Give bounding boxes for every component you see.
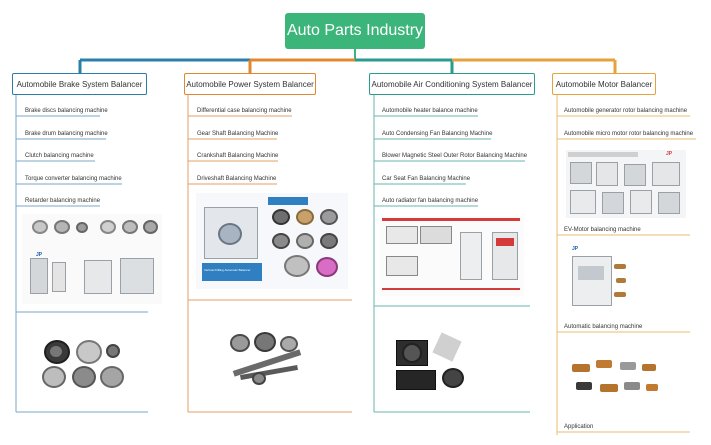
ev-motor-machine-image: JP — [566, 244, 632, 310]
aircon-fans-photo — [392, 332, 478, 392]
leaf-application[interactable]: Application — [564, 424, 594, 430]
leaf-condensing-fan[interactable]: Auto Condensing Fan Balancing Machine — [382, 131, 493, 137]
leaf-clutch[interactable]: Clutch balancing machine — [25, 153, 94, 159]
leaf-driveshaft[interactable]: Driveshaft Balancing Machine — [197, 176, 277, 182]
power-gears-photo — [226, 330, 306, 390]
leaf-gear-shaft[interactable]: Gear Shaft Balancing Machine — [197, 131, 279, 137]
aircon-machines-image — [380, 216, 524, 296]
motor-spine — [556, 94, 696, 435]
bus-power — [248, 58, 355, 74]
power-machine-image: Vertical Drilling Automatic Balancer — [196, 193, 348, 289]
motor-jp-logo: JP — [666, 151, 673, 157]
root-connector — [80, 49, 615, 61]
leaf-torque-converter[interactable]: Torque converter balancing machine — [25, 176, 122, 182]
bus-motor — [452, 58, 617, 74]
power-spine — [187, 94, 352, 413]
aircon-spine — [373, 94, 530, 413]
leaf-differential-case[interactable]: Differential case balancing machine — [197, 108, 292, 114]
motor-rotors-photo — [568, 356, 660, 406]
leaf-seat-fan[interactable]: Car Seat Fan Balancing Machine — [382, 176, 471, 182]
power-machine-caption: Vertical Drilling Automatic Balancer — [204, 268, 251, 272]
brake-spine — [15, 94, 148, 413]
leaf-brake-drum[interactable]: Brake drum balancing machine — [25, 131, 108, 137]
leaf-automatic-balancing[interactable]: Automatic balancing machine — [564, 324, 643, 330]
leaf-crankshaft[interactable]: Crankshaft Balancing Machine — [197, 153, 279, 159]
leaf-radiator-fan[interactable]: Auto radiator fan balancing machine — [382, 198, 479, 204]
brake-parts-machines-image: JP — [22, 214, 162, 304]
leaf-brake-discs[interactable]: Brake discs balancing machine — [25, 108, 108, 114]
branch-power[interactable]: Automobile Power System Balancer — [184, 73, 316, 95]
bus-aircon — [355, 58, 454, 74]
brake-jp-logo: JP — [36, 252, 43, 258]
leaf-retarder[interactable]: Retarder balancing machine — [25, 198, 101, 204]
leaf-generator-rotor[interactable]: Automobile generator rotor balancing mac… — [564, 108, 688, 114]
branch-aircon[interactable]: Automobile Air Conditioning System Balan… — [369, 73, 535, 95]
leaf-micro-motor-rotor[interactable]: Automobile micro motor rotor balancing m… — [564, 131, 694, 137]
brake-parts-photo — [40, 338, 130, 390]
ev-jp-logo: JP — [572, 246, 579, 252]
leaf-ev-motor[interactable]: EV-Motor balancing machine — [564, 227, 641, 233]
leaf-blower-rotor[interactable]: Blower Magnetic Steel Outer Rotor Balanc… — [382, 153, 528, 159]
root-node[interactable]: Auto Parts Industry — [285, 13, 425, 49]
branch-brake[interactable]: Automobile Brake System Balancer — [12, 73, 147, 95]
bus-brake — [78, 58, 250, 74]
branch-motor[interactable]: Automobile Motor Balancer — [552, 73, 656, 95]
leaf-heater[interactable]: Automobile heater balance machine — [382, 108, 478, 114]
motor-machines-image: JP — [566, 150, 686, 218]
